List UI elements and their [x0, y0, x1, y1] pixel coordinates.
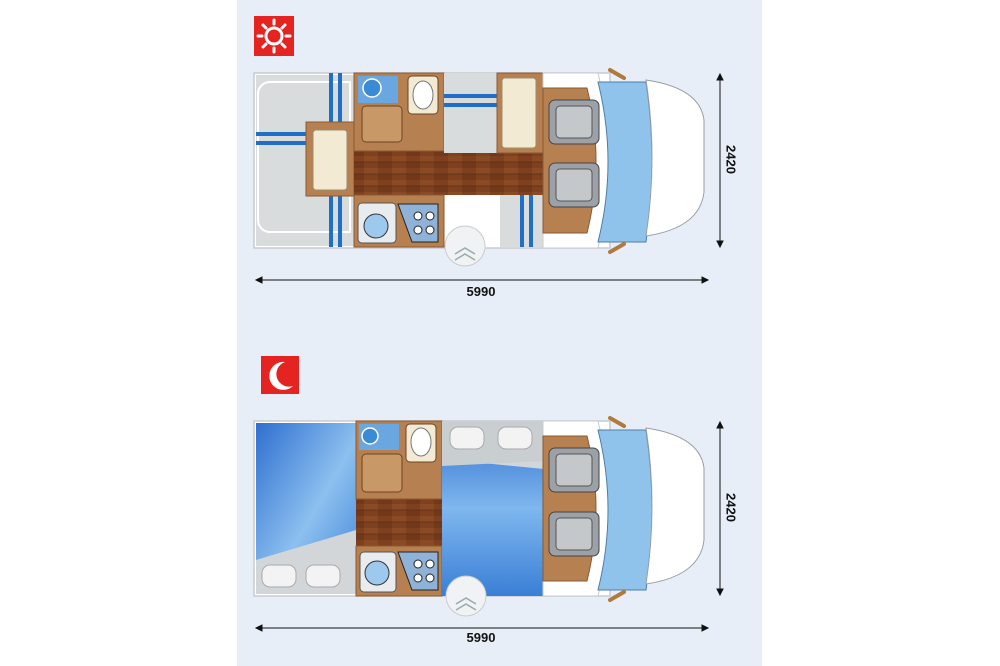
cab-seat: [548, 511, 600, 557]
bonnet: [645, 427, 705, 585]
length-dimension-label: 5990: [466, 630, 496, 645]
night-plan: [253, 356, 724, 632]
floor: [356, 498, 442, 546]
cab-seat: [548, 99, 600, 145]
side-bench: [444, 73, 500, 153]
sun-icon: [254, 16, 294, 56]
cab-seat: [548, 162, 600, 208]
cab-seat: [548, 447, 600, 493]
entry-step: [445, 575, 487, 617]
pillow: [261, 564, 297, 588]
pillow: [449, 426, 485, 450]
pillow: [497, 426, 533, 450]
bonnet: [645, 79, 705, 237]
entry-step: [444, 225, 486, 267]
width-dimension-label: 2420: [723, 493, 739, 522]
pillow: [305, 564, 341, 588]
moon-icon: [261, 356, 299, 394]
width-dimension-label: 2420: [723, 145, 739, 174]
length-dimension-label: 5990: [466, 284, 496, 299]
day-plan: [253, 16, 724, 284]
floor: [354, 150, 544, 195]
